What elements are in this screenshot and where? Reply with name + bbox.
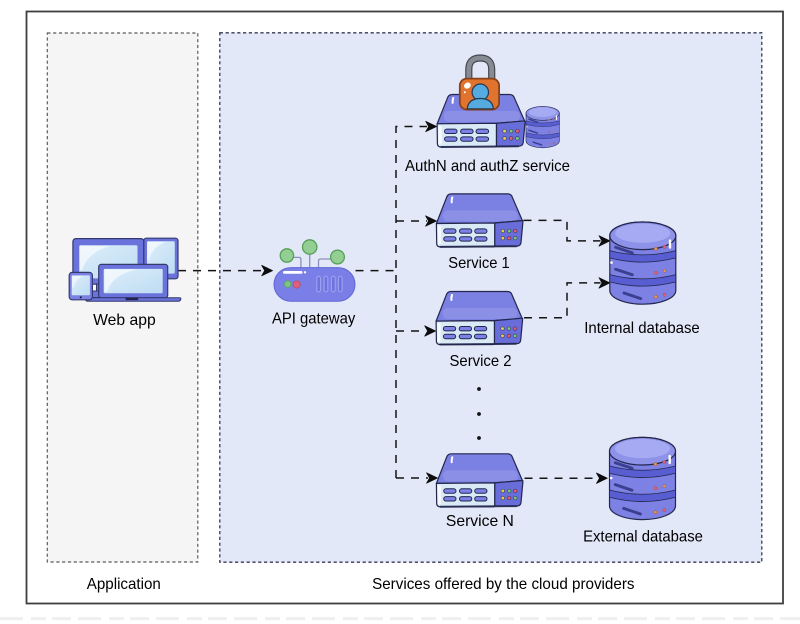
svg-text:AuthN and authZ service: AuthN and authZ service: [405, 158, 570, 175]
svg-text:Internal database: Internal database: [584, 320, 700, 337]
svg-text:Web app: Web app: [93, 312, 156, 329]
svg-text:Service N: Service N: [446, 513, 514, 530]
svg-text:Application: Application: [87, 576, 161, 593]
svg-text:External database: External database: [583, 528, 703, 545]
svg-text:API gateway: API gateway: [272, 311, 355, 328]
svg-text:Service 1: Service 1: [448, 255, 510, 272]
svg-text:Services offered by the cloud: Services offered by the cloud providers: [372, 576, 634, 593]
svg-text:Service 2: Service 2: [450, 353, 512, 370]
